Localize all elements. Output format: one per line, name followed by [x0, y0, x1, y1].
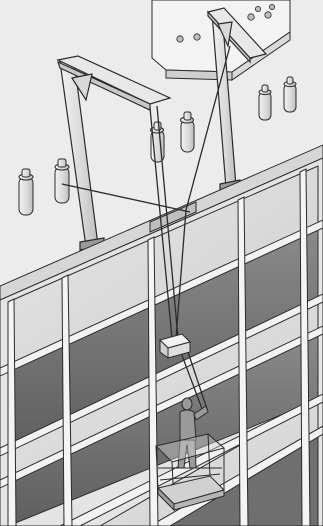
illustration [0, 0, 323, 526]
scene [0, 0, 323, 526]
